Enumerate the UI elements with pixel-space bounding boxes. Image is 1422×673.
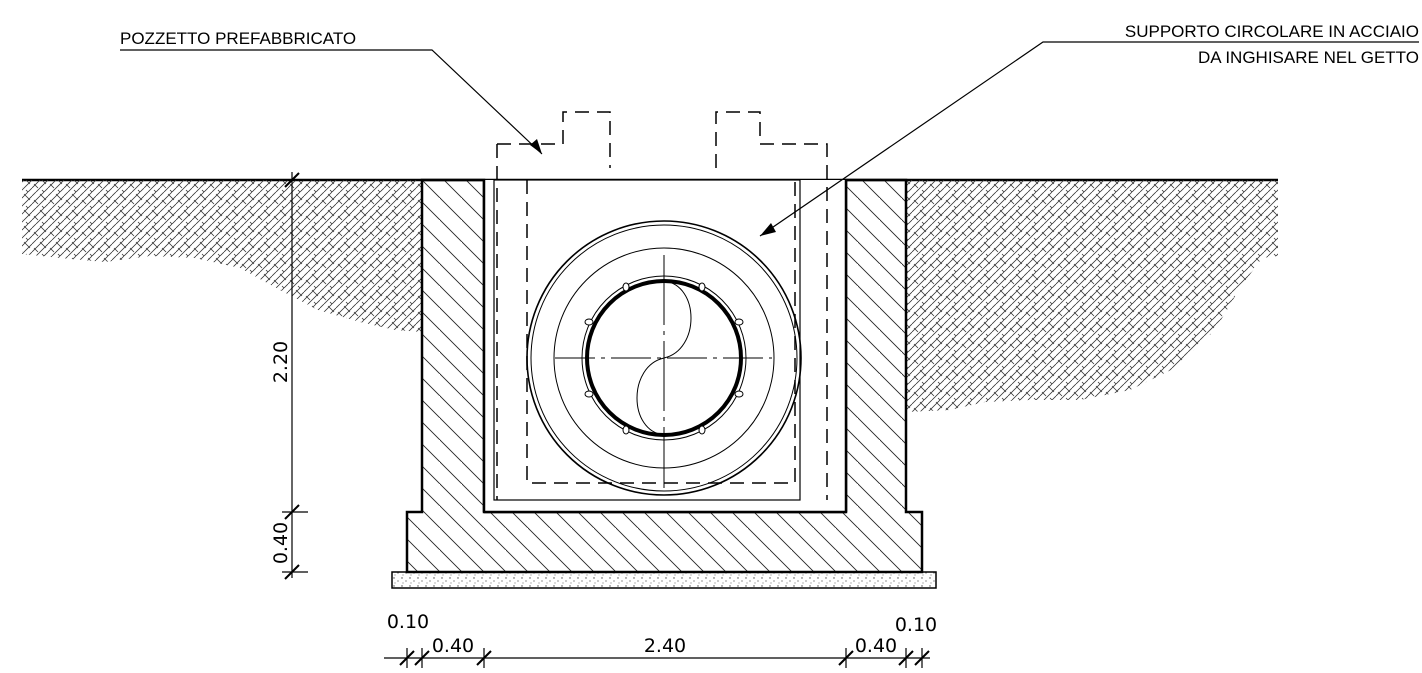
- dim-height-base: 0.40: [270, 522, 292, 564]
- horizontal-dimension: [384, 648, 930, 668]
- dim-width-right-wall: 0.40: [855, 635, 897, 657]
- inner-chamber: [484, 180, 846, 512]
- soil-left: [22, 180, 422, 332]
- leader-pozzetto: [120, 49, 543, 155]
- s-curve: [636, 280, 692, 436]
- dim-height-main: 2.20: [270, 341, 292, 383]
- label-supporto-line1: SUPPORTO CIRCOLARE IN ACCIAIO: [1125, 22, 1419, 41]
- leader-supporto: [759, 41, 1419, 237]
- dim-width-inner: 2.40: [644, 635, 686, 657]
- soil-right: [906, 180, 1278, 412]
- dim-width-left-wall: 0.40: [432, 635, 474, 657]
- dim-width-right-outer: 0.10: [895, 614, 937, 636]
- steel-support-outer: [526, 220, 802, 496]
- label-pozzetto: POZZETTO PREFABBRICATO: [120, 29, 356, 48]
- precast-well-dashed: [497, 111, 611, 168]
- gravel-bed: [391, 571, 937, 589]
- label-supporto-line2: DA INGHISARE NEL GETTO: [1198, 48, 1419, 67]
- dim-width-left-outer: 0.10: [387, 611, 429, 633]
- vertical-dimension: [282, 172, 308, 580]
- bolts: [584, 282, 744, 435]
